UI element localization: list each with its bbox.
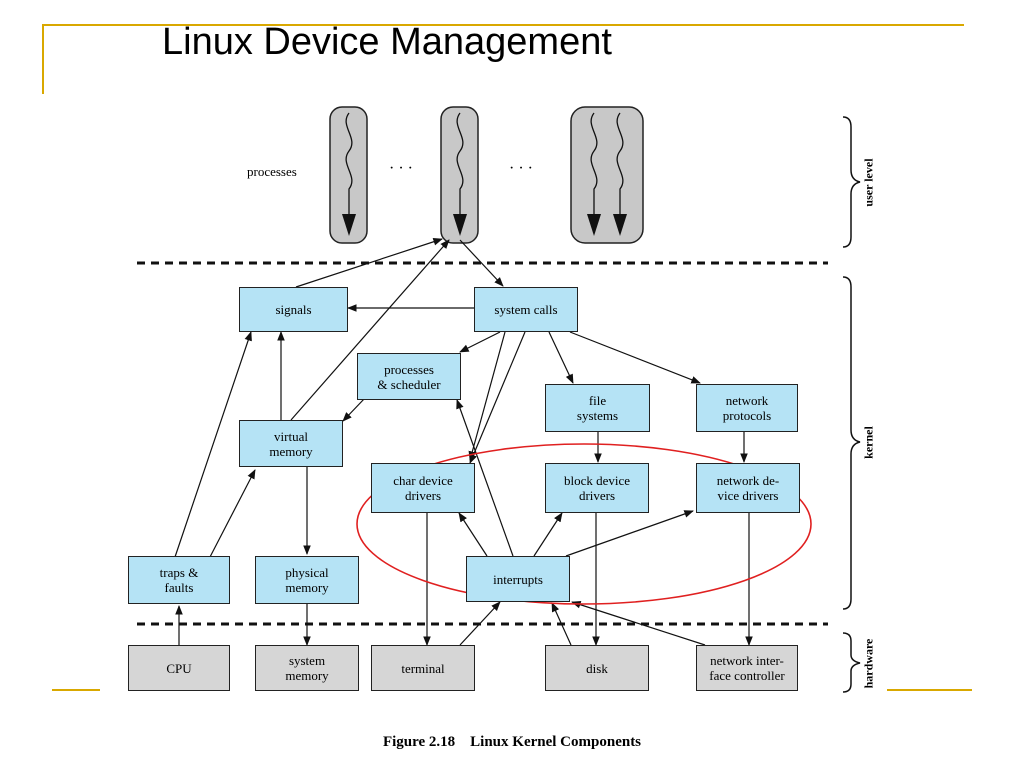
slide-title: Linux Device Management xyxy=(162,21,612,63)
physical-memory-box: physical memory xyxy=(255,556,359,604)
figure-caption: Figure 2.18 Linux Kernel Components xyxy=(382,734,642,750)
processes-label: processes xyxy=(247,164,297,179)
network-protocols-label-2: protocols xyxy=(722,408,772,423)
disk-box: disk xyxy=(545,645,649,691)
system-calls-label: system calls xyxy=(494,302,558,317)
block-device-drivers-label-2: drivers xyxy=(578,488,616,503)
process-column-2 xyxy=(440,106,479,244)
file-systems-label-1: file xyxy=(588,393,607,408)
processes-scheduler-label-1: processes xyxy=(384,361,434,377)
char-device-drivers-label-2: drivers xyxy=(404,488,442,503)
char-device-drivers-label-1: char device xyxy=(393,473,453,488)
process-column-1 xyxy=(329,106,368,244)
signals-label: signals xyxy=(275,302,312,317)
network-interface-controller-label-2: face controller xyxy=(709,668,785,683)
char-device-drivers-box: char device drivers xyxy=(371,463,475,513)
device-drivers-highlight-ellipse xyxy=(356,443,812,605)
hardware-level-label: hardware xyxy=(861,638,876,689)
user-level-label: user level xyxy=(861,158,876,207)
network-protocols-label-1: network xyxy=(725,393,769,408)
system-memory-label-2: memory xyxy=(285,668,329,683)
interrupts-box: interrupts xyxy=(466,556,570,602)
title-accent-top-line xyxy=(42,24,964,26)
traps-faults-label-2: faults xyxy=(164,580,194,595)
virtual-memory-label-1: virtual xyxy=(274,428,308,444)
ellipsis-1: · · · xyxy=(389,160,413,177)
disk-label: disk xyxy=(586,660,608,676)
terminal-box: terminal xyxy=(371,645,475,691)
signals-box: signals xyxy=(239,287,348,332)
network-protocols-box: network protocols xyxy=(696,384,798,432)
traps-faults-box: traps & faults xyxy=(128,556,230,604)
network-device-drivers-label-1: network de- xyxy=(716,473,780,488)
virtual-memory-box: virtual memory xyxy=(239,420,343,467)
title-accent-left-line xyxy=(42,24,44,94)
footer-accent-left-line xyxy=(52,689,100,691)
system-calls-box: system calls xyxy=(474,287,578,332)
process-column-multithreaded xyxy=(570,106,644,244)
network-device-drivers-label-2: vice drivers xyxy=(717,488,779,503)
footer-accent-right-line xyxy=(887,689,972,691)
file-systems-box: file systems xyxy=(545,384,650,432)
cpu-label: CPU xyxy=(166,660,192,676)
hardware-brace xyxy=(842,632,861,693)
cpu-box: CPU xyxy=(128,645,230,691)
network-interface-controller-box: network inter- face controller xyxy=(696,645,798,691)
ellipsis-2: · · · xyxy=(509,160,533,177)
physical-memory-label-1: physical xyxy=(285,565,329,580)
physical-memory-label-2: memory xyxy=(285,580,329,595)
block-device-drivers-box: block device drivers xyxy=(545,463,649,513)
kernel-level-label: kernel xyxy=(861,426,876,459)
virtual-memory-label-2: memory xyxy=(269,443,313,459)
connector-arrows xyxy=(174,238,753,646)
interrupts-label: interrupts xyxy=(493,571,543,587)
terminal-label: terminal xyxy=(401,660,445,676)
network-interface-controller-label-1: network inter- xyxy=(710,653,784,668)
system-memory-label-1: system xyxy=(288,653,326,668)
network-device-drivers-box: network de- vice drivers xyxy=(696,463,800,513)
block-device-drivers-label-1: block device xyxy=(563,473,631,488)
processes-scheduler-box: processes & scheduler xyxy=(357,353,461,400)
file-systems-label-2: systems xyxy=(576,408,619,423)
processes-scheduler-label-2: & scheduler xyxy=(377,376,441,392)
system-memory-box: system memory xyxy=(255,645,359,691)
traps-faults-label-1: traps & xyxy=(159,565,199,580)
user-level-brace xyxy=(842,116,861,248)
kernel-brace xyxy=(842,276,861,610)
